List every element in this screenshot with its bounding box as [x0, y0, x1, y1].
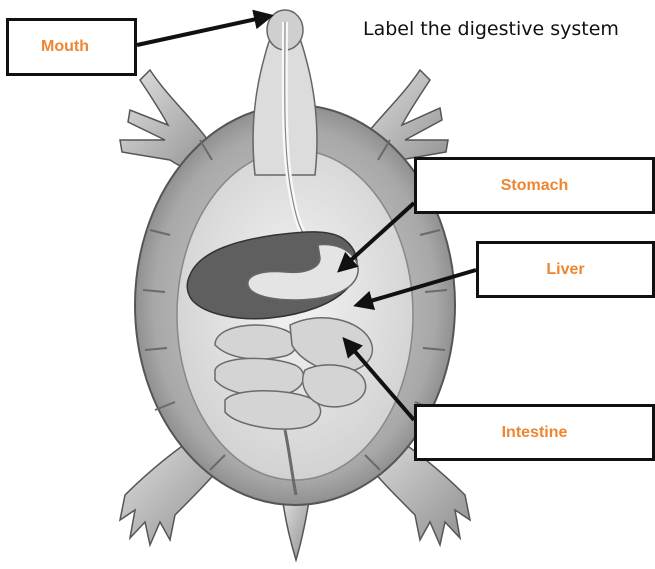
- intestine-label-box: Intestine: [414, 404, 655, 461]
- mouth-arrow: [137, 16, 270, 45]
- stomach-label-box: Stomach: [414, 157, 655, 214]
- page-title: Label the digestive system: [363, 18, 653, 40]
- intestine-label: Intestine: [502, 424, 568, 442]
- mouth-label: Mouth: [41, 38, 89, 56]
- stomach-label: Stomach: [501, 177, 569, 195]
- liver-label: Liver: [546, 261, 584, 279]
- mouth-label-box: Mouth: [6, 18, 137, 76]
- liver-label-box: Liver: [476, 241, 655, 298]
